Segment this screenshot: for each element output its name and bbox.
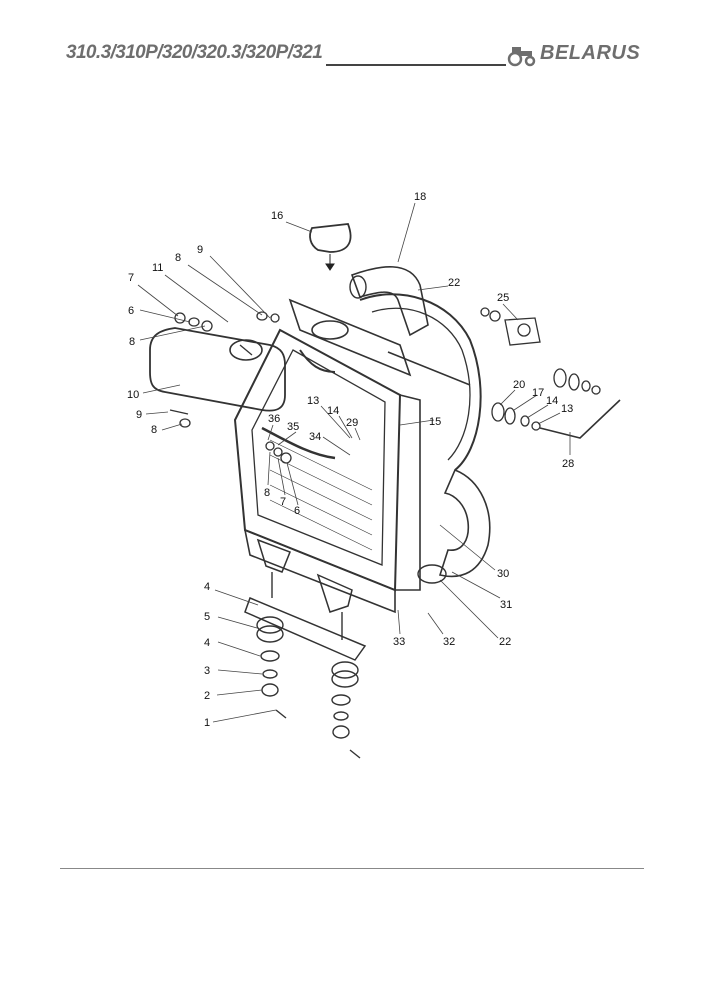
callout: 4 — [204, 581, 210, 593]
radiator-cap — [309, 223, 352, 253]
callout: 22 — [499, 636, 511, 648]
lower-hose — [438, 468, 491, 578]
callout: 6 — [128, 305, 134, 317]
callout: 33 — [393, 636, 405, 648]
callout: 5 — [204, 611, 210, 623]
bottom-tank — [243, 528, 396, 614]
left-mount-stack — [256, 572, 287, 719]
left-mount — [256, 538, 291, 573]
callout: 3 — [204, 665, 210, 677]
fan-shroud — [359, 293, 482, 471]
radiator-core — [251, 349, 386, 566]
upper-hose — [350, 266, 429, 337]
callout: 25 — [497, 292, 509, 304]
callout: 6 — [294, 505, 300, 517]
tractor-icon — [507, 47, 536, 67]
top-tank — [288, 298, 412, 377]
callout: 20 — [513, 379, 525, 391]
callout: 9 — [197, 244, 203, 256]
callout: 17 — [532, 387, 544, 399]
callout: 14 — [546, 395, 558, 407]
callout: 8 — [175, 252, 181, 264]
callout: 7 — [128, 272, 134, 284]
callout: 16 — [271, 210, 283, 222]
callout: 31 — [500, 599, 512, 611]
callout: 14 — [327, 405, 339, 417]
leader-lines — [137, 202, 571, 723]
callout: 36 — [268, 413, 280, 425]
callout: 7 — [280, 496, 286, 508]
overflow-hose — [261, 426, 336, 460]
header-model-codes: 310.3/310P/320/320.3/320P/321 — [66, 42, 323, 63]
callout: 9 — [136, 409, 142, 421]
callout: 28 — [562, 458, 574, 470]
header-rule — [326, 64, 506, 66]
filler-neck — [311, 320, 349, 340]
callout: 15 — [429, 416, 441, 428]
callout: 2 — [204, 690, 210, 702]
down-arrow-icon — [325, 254, 335, 271]
callout: 8 — [151, 424, 157, 436]
callout: 22 — [448, 277, 460, 289]
right-hardware — [480, 307, 621, 439]
tie-rod — [387, 351, 471, 386]
radiator-frame — [233, 328, 402, 592]
radiator-fins — [269, 439, 373, 551]
callout: 35 — [287, 421, 299, 433]
brand-name: BELARUS — [540, 42, 641, 64]
left-hardware — [169, 311, 292, 464]
callout: 30 — [497, 568, 509, 580]
tank-cap — [229, 339, 263, 361]
callout: 29 — [346, 417, 358, 429]
callout: 13 — [561, 403, 573, 415]
right-mount-stack — [331, 612, 361, 759]
fan-shroud-rim — [371, 307, 471, 461]
callout: 11 — [152, 262, 163, 274]
callout: 1 — [204, 717, 210, 729]
callout-labels: 18 16 22 9 8 11 7 6 25 8 10 20 17 14 13 … — [127, 191, 574, 729]
callout: 34 — [309, 431, 321, 443]
mounting-plate — [244, 597, 367, 661]
callout: 8 — [129, 336, 135, 348]
callout: 4 — [204, 637, 210, 649]
callout: 18 — [414, 191, 426, 203]
callout: 13 — [307, 395, 319, 407]
callout: 32 — [443, 636, 455, 648]
callout: 10 — [127, 389, 139, 401]
callout: 8 — [264, 487, 270, 499]
right-tank — [395, 394, 421, 591]
expansion-tank — [149, 327, 286, 412]
right-mount — [316, 573, 353, 613]
footer-rule — [60, 868, 644, 869]
